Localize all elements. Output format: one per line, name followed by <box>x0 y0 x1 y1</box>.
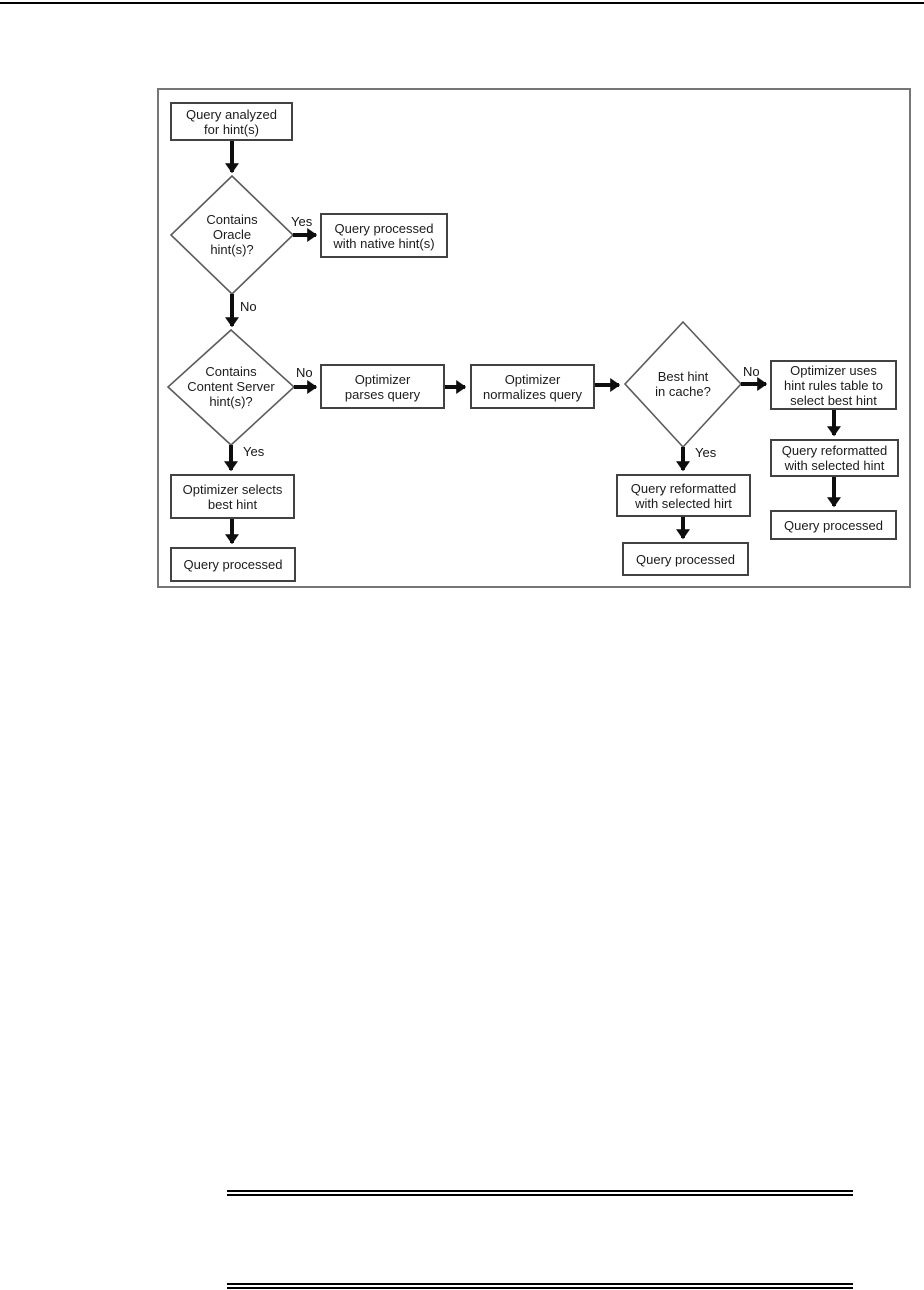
node-query-processed-native: Query processed with native hint(s) <box>320 213 448 258</box>
node-query-analyzed: Query analyzed for hint(s) <box>170 102 293 141</box>
edge-label-cache-yes: Yes <box>695 445 717 460</box>
node-query-processed-left: Query processed <box>170 547 296 582</box>
node-query-processed-right: Query processed <box>770 510 897 540</box>
node-query-reformatted-right: Query reformatted with selected hint <box>770 439 899 477</box>
edge-label-oracle-yes: Yes <box>291 214 313 229</box>
edge-label-content-server-yes: Yes <box>243 444 265 459</box>
edge-label-cache-no: No <box>743 364 760 379</box>
edge-label-oracle-no: No <box>240 299 257 314</box>
flowchart-layer: Query analyzed for hint(s) Query process… <box>159 90 909 586</box>
double-rule-lower <box>227 1283 853 1289</box>
diamond-label-contains-oracle: Contains Oracle hint(s)? <box>206 212 258 257</box>
double-rule-upper <box>227 1190 853 1196</box>
flowchart-connectors <box>166 141 841 545</box>
node-optimizer-selects-best-hint: Optimizer selects best hint <box>170 474 295 519</box>
node-query-reformatted-mid: Query reformatted with selected hirt <box>616 474 751 517</box>
node-optimizer-uses-hint-rules: Optimizer uses hint rules table to selec… <box>770 360 897 410</box>
diamond-label-contains-content-server: Contains Content Server hint(s)? <box>187 364 275 409</box>
node-query-processed-mid: Query processed <box>622 542 749 576</box>
edge-label-content-server-no: No <box>296 365 313 380</box>
top-horizontal-rule <box>0 2 924 4</box>
node-optimizer-normalizes-query: Optimizer normalizes query <box>470 364 595 409</box>
flowchart-frame: Query analyzed for hint(s) Query process… <box>157 88 911 588</box>
node-optimizer-parses-query: Optimizer parses query <box>320 364 445 409</box>
diamond-label-best-hint-cache: Best hint in cache? <box>655 369 711 399</box>
